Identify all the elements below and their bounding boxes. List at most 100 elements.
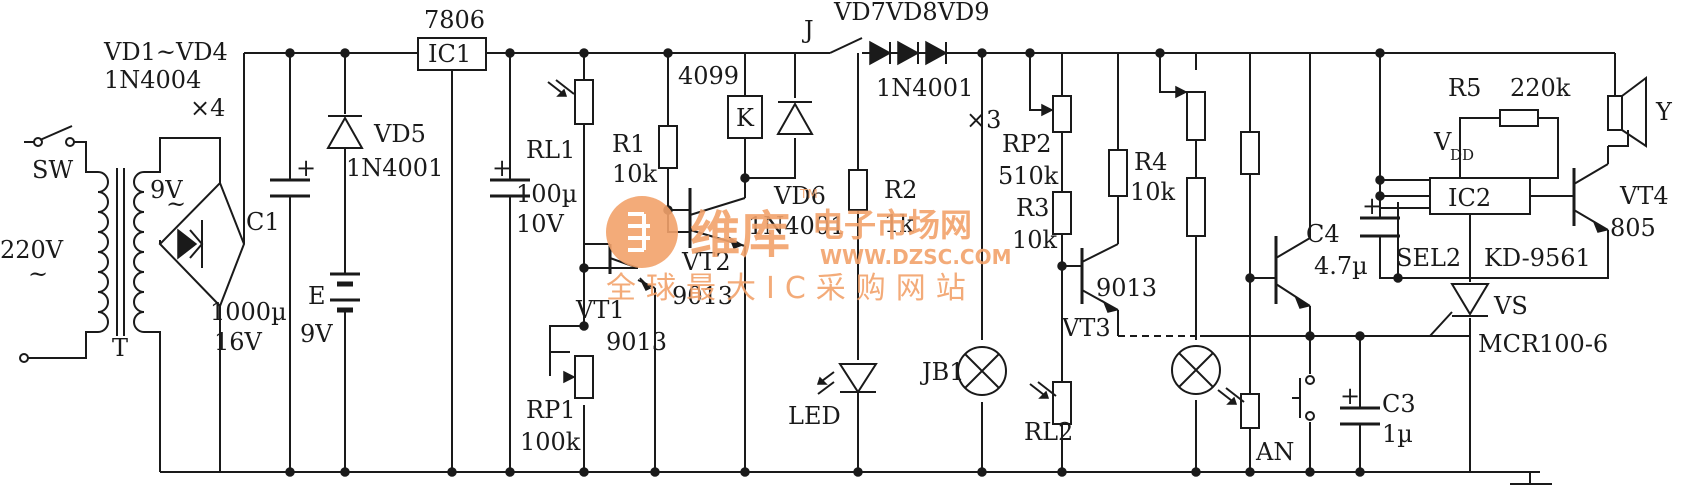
label-vt2: VT2 xyxy=(681,248,731,276)
label-x3: ×3 xyxy=(966,106,1001,134)
label-x4: ×4 xyxy=(190,94,225,122)
transistor-vt1 xyxy=(608,244,652,292)
label-r4: R4 xyxy=(1134,148,1167,176)
label-c1-volt: 16V xyxy=(214,328,263,356)
photoresistor-rl1 xyxy=(547,79,594,125)
resistor-r3 xyxy=(1052,191,1072,235)
resistor-col3 xyxy=(1240,131,1260,175)
label-c4-val: 4.7µ xyxy=(1314,252,1368,280)
resistor-r5 xyxy=(1499,109,1539,127)
label-c4: C4 xyxy=(1306,220,1340,248)
label-rp2-val: 510k xyxy=(998,162,1059,190)
watermark: 维库 TM 电子市场网 WWW.DZSC.COM 全球最大IC采购网站 xyxy=(606,187,1012,306)
potentiometer-middle xyxy=(1175,85,1206,237)
label-c4-plus: + xyxy=(1362,192,1382,220)
label-r5: R5 xyxy=(1448,74,1481,102)
label-vt3-type: 9013 xyxy=(1096,274,1157,302)
label-j: J xyxy=(801,16,814,44)
label-led: LED xyxy=(788,402,841,430)
watermark-name: 维库 xyxy=(690,206,790,264)
diode-vd5 xyxy=(326,115,364,149)
label-vs: VS xyxy=(1493,292,1528,320)
label-cap2-plus: + xyxy=(492,154,512,182)
label-c3-val: 1µ xyxy=(1382,420,1413,448)
label-vd6: VD6 xyxy=(773,182,826,210)
label-7806: 7806 xyxy=(424,6,485,34)
transistor-vt4 xyxy=(1572,168,1608,233)
label-mcr100: MCR100-6 xyxy=(1478,330,1608,358)
label-vt3: VT3 xyxy=(1061,314,1111,342)
label-sel2: SEL2 xyxy=(1396,244,1461,272)
label-vt4-type: 805 xyxy=(1610,214,1656,242)
label-jb1: JB1 xyxy=(919,358,965,386)
battery-e xyxy=(330,272,360,320)
label-vd1-vd4: VD1~VD4 xyxy=(103,38,228,66)
label-4099: 4099 xyxy=(678,62,739,90)
diode-vd6 xyxy=(776,101,814,135)
watermark-site: 电子市场网 xyxy=(812,206,972,244)
label-vd6-type: 1N4001 xyxy=(748,212,845,240)
label-rl2: RL2 xyxy=(1024,418,1073,446)
bridge-rectifier xyxy=(158,181,246,308)
label-9v: 9V xyxy=(150,176,183,204)
switch-sw xyxy=(19,125,75,363)
label-ic1: IC1 xyxy=(428,40,471,68)
label-1n4001-x3: 1N4001 xyxy=(876,74,973,102)
watermark-tm: TM xyxy=(799,187,818,201)
component-labels: SW 220V ~ T VD1~VD4 1N4004 ×4 9V ~ C1 10… xyxy=(0,0,1673,466)
label-t: T xyxy=(112,334,128,362)
watermark-slogan: 全球最大IC采购网站 xyxy=(606,271,976,306)
label-r5-val: 220k xyxy=(1510,74,1571,102)
label-tilde: ~ xyxy=(28,260,48,288)
label-c3-plus: + xyxy=(1340,382,1360,410)
resistor-r4 xyxy=(1108,149,1128,197)
label-r4-val: 10k xyxy=(1130,178,1176,206)
capacitor-c3 xyxy=(1340,406,1380,426)
label-r1: R1 xyxy=(612,130,645,158)
led xyxy=(816,363,878,395)
resistor-r1 xyxy=(658,125,678,169)
capacitor-c1 xyxy=(270,178,310,198)
label-r3-val: 10k xyxy=(1012,226,1058,254)
photoresistor-lower xyxy=(1217,387,1260,429)
label-rp1: RP1 xyxy=(526,396,576,424)
label-k: K xyxy=(736,104,755,132)
transformer-t xyxy=(97,168,145,336)
relay-k xyxy=(727,95,763,139)
potentiometer-rp1 xyxy=(563,355,594,399)
transistor-vt3 xyxy=(1080,248,1118,313)
label-vdd-sub: DD xyxy=(1450,146,1474,164)
label-vd5: VD5 xyxy=(373,120,426,148)
label-vt2-type: 9013 xyxy=(672,282,733,310)
label-r1-val: 10k xyxy=(612,160,658,188)
label-an: AN xyxy=(1255,438,1294,466)
label-vdd: V xyxy=(1433,128,1452,156)
transistor-vt2 xyxy=(688,188,744,249)
ic2-sound-chip xyxy=(1429,177,1531,215)
label-c3: C3 xyxy=(1382,390,1416,418)
label-10v: 10V xyxy=(516,210,565,238)
label-r2-val: 1k xyxy=(884,210,914,238)
potentiometer-rp2 xyxy=(1041,95,1072,133)
lamp-2 xyxy=(1171,345,1221,395)
label-vd7-vd9: VD7VD8VD9 xyxy=(833,0,990,26)
label-rl1: RL1 xyxy=(526,136,575,164)
photoresistor-rl2 xyxy=(1029,381,1072,425)
label-kd9561: KD-9561 xyxy=(1484,244,1591,272)
label-1n4004: 1N4004 xyxy=(104,66,201,94)
label-e: E xyxy=(308,282,326,310)
transistor-an xyxy=(1274,236,1310,309)
diodes-vd7-vd9 xyxy=(862,40,948,66)
label-r2: R2 xyxy=(884,176,917,204)
speaker-y xyxy=(1607,76,1647,148)
ic1-regulator xyxy=(417,37,487,71)
label-ic2: IC2 xyxy=(1448,184,1491,212)
label-r3: R3 xyxy=(1016,194,1049,222)
thyristor-vs xyxy=(1450,283,1490,317)
resistor-r2 xyxy=(848,169,868,211)
pushbutton-an xyxy=(1292,375,1315,421)
label-c1-cap: 1000µ xyxy=(210,298,287,326)
capacitor-100u xyxy=(490,178,530,198)
label-vd5-type: 1N4001 xyxy=(346,154,443,182)
